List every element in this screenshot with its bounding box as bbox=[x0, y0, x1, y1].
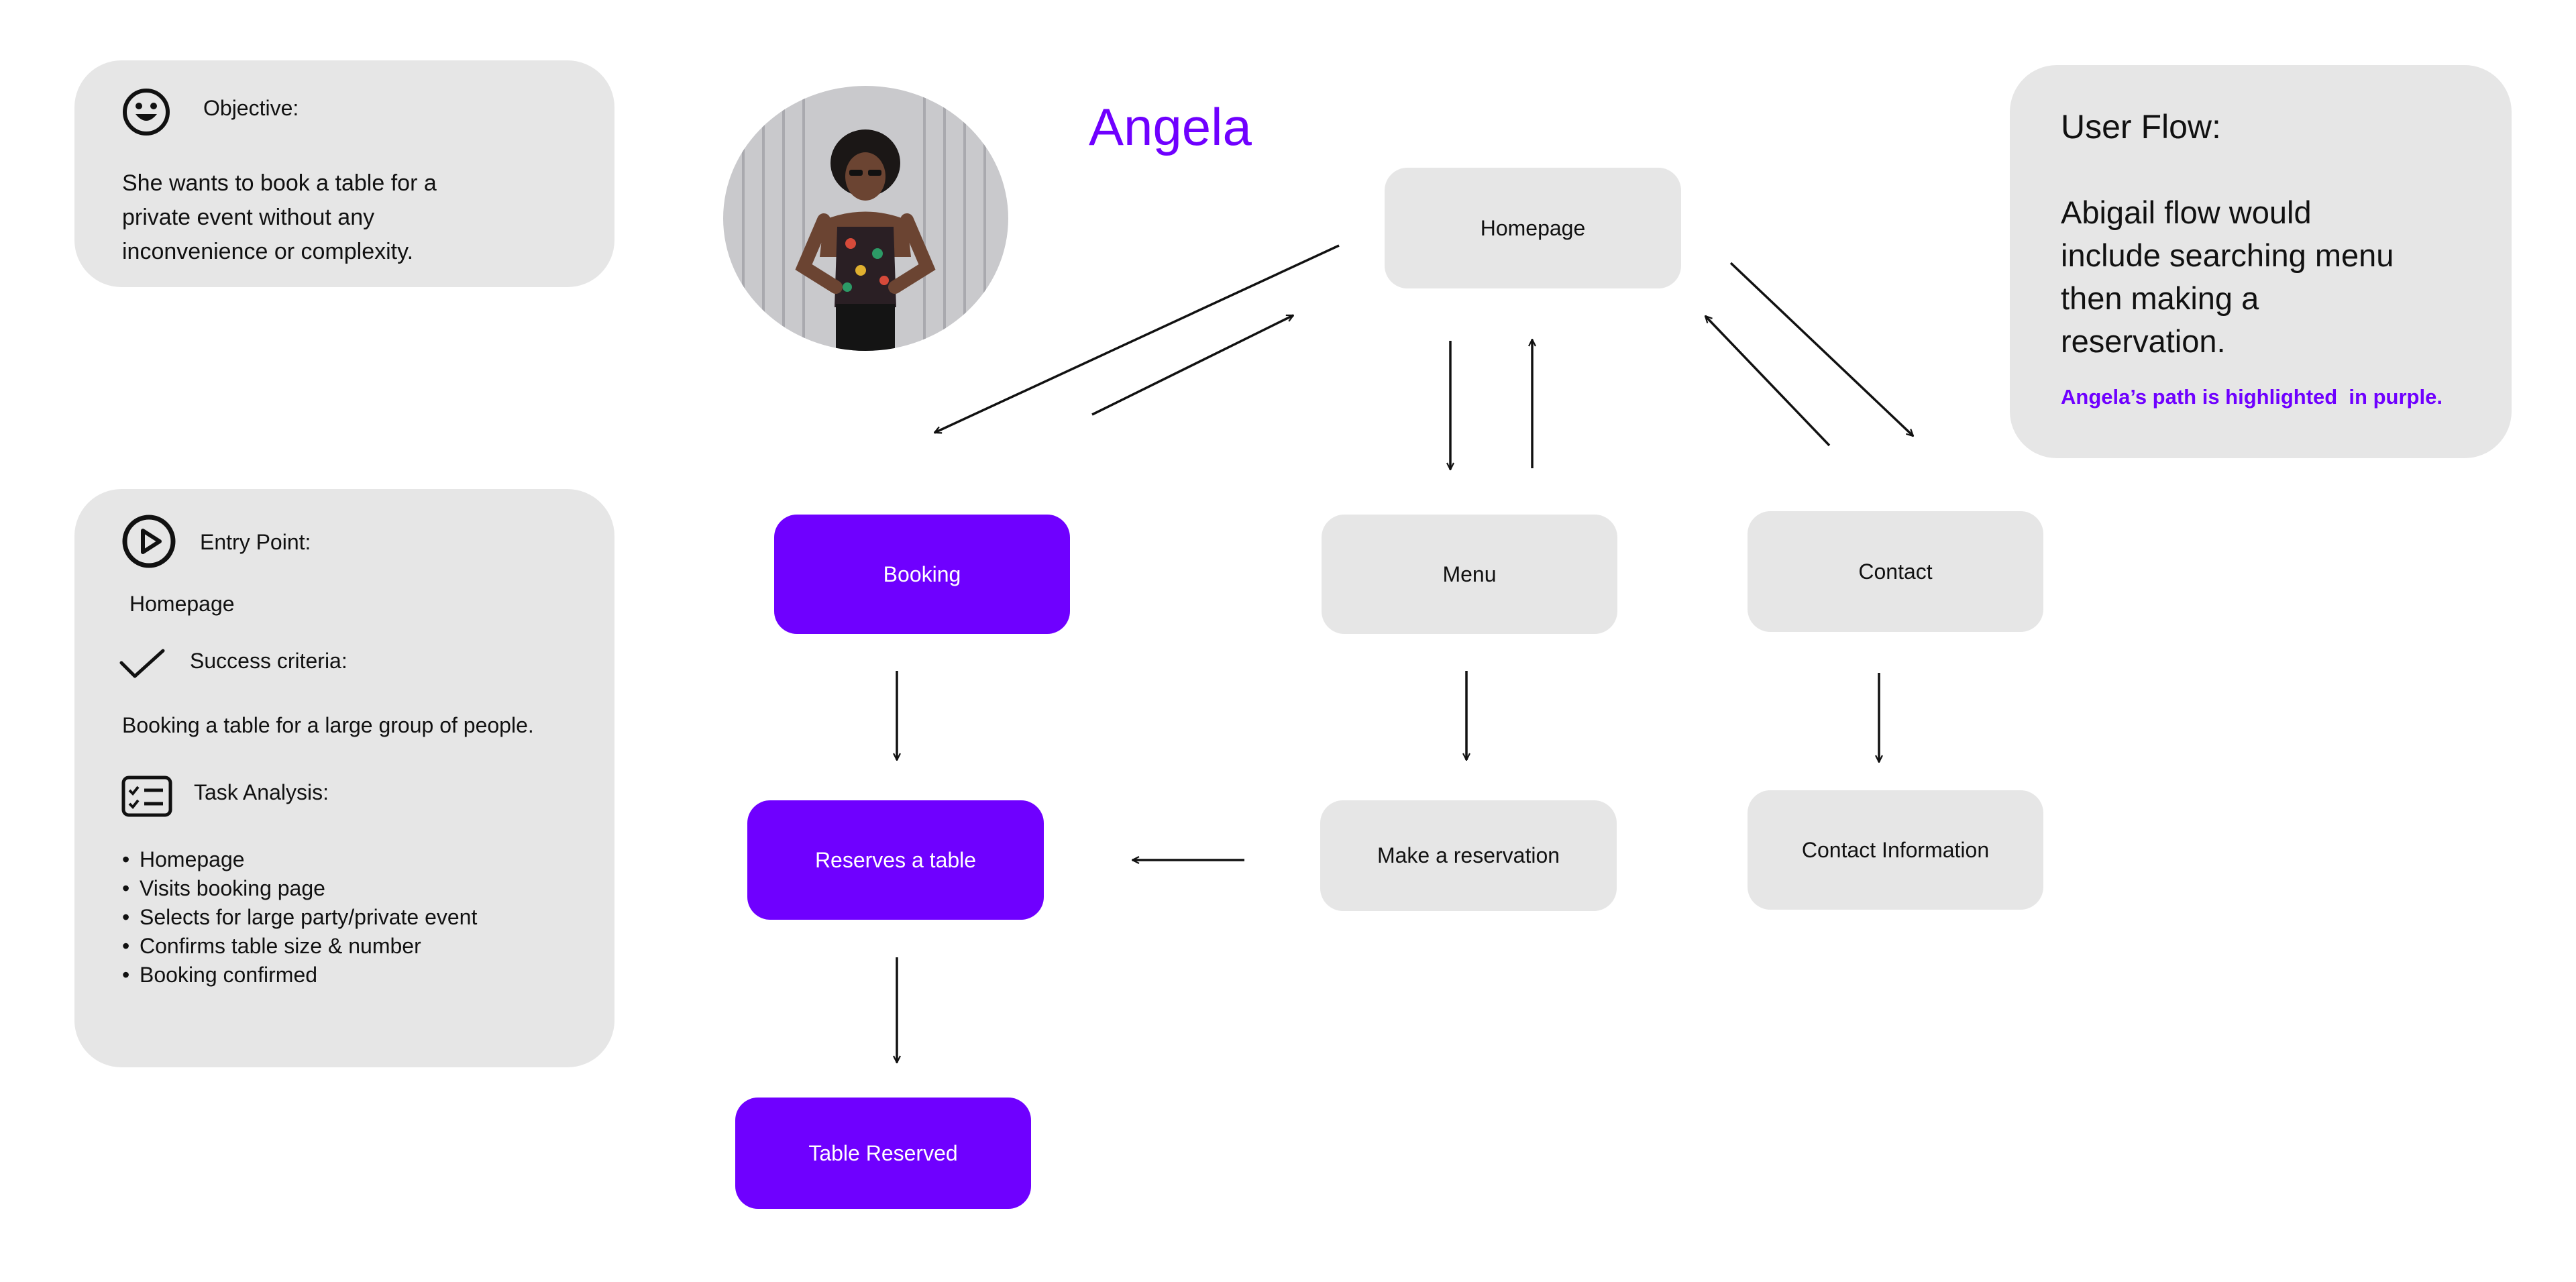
list-item: Selects for large party/private event bbox=[122, 903, 477, 932]
entry-point-card: Entry Point: Homepage Success criteria: … bbox=[74, 489, 614, 1067]
task-analysis-label: Task Analysis: bbox=[194, 780, 329, 804]
table-reserved-node: Table Reserved bbox=[735, 1098, 1031, 1209]
objective-card: Objective: She wants to book a table for… bbox=[74, 60, 614, 287]
task-list: Homepage Visits booking page Selects for… bbox=[122, 845, 477, 990]
user-flow-note: Angela’s path is highlighted in purple. bbox=[2061, 385, 2443, 409]
checkmark-icon bbox=[119, 649, 165, 678]
list-item: Visits booking page bbox=[122, 874, 477, 903]
user-flow-card: User Flow: Abigail flow would include se… bbox=[2010, 65, 2512, 458]
smiley-face-icon bbox=[123, 89, 170, 136]
persona-photo bbox=[723, 86, 1008, 351]
make-reservation-node: Make a reservation bbox=[1320, 800, 1617, 911]
objective-text: She wants to book a table for a private … bbox=[122, 170, 437, 264]
user-flow-text: Abigail flow would include searching men… bbox=[2061, 195, 2394, 359]
list-item: Booking confirmed bbox=[122, 961, 477, 990]
homepage-node: Homepage bbox=[1385, 168, 1681, 288]
contact-information-node: Contact Information bbox=[1748, 790, 2043, 910]
persona-name: Angela bbox=[1089, 97, 1252, 156]
entry-point-value: Homepage bbox=[129, 592, 235, 616]
success-criteria-label: Success criteria: bbox=[190, 649, 347, 673]
arrow-contact-to-homepage bbox=[1705, 316, 1831, 447]
contact-node: Contact bbox=[1748, 511, 2043, 632]
persona-avatar bbox=[723, 86, 1008, 351]
booking-node: Booking bbox=[774, 515, 1070, 634]
checklist-icon bbox=[121, 776, 172, 817]
reserves-table-node: Reserves a table bbox=[747, 800, 1044, 920]
entry-point-label: Entry Point: bbox=[200, 530, 311, 554]
play-circle-icon bbox=[122, 515, 176, 568]
menu-node: Menu bbox=[1322, 515, 1617, 634]
list-item: Confirms table size & number bbox=[122, 932, 477, 961]
success-criteria-value: Booking a table for a large group of peo… bbox=[122, 713, 534, 737]
arrow-homepage-to-booking bbox=[934, 244, 1340, 434]
arrow-booking-to-homepage bbox=[1091, 314, 1293, 416]
arrow-homepage-to-contact bbox=[1729, 262, 1913, 436]
list-item: Homepage bbox=[122, 845, 477, 874]
user-flow-heading: User Flow: bbox=[2061, 108, 2221, 146]
objective-heading: Objective: bbox=[203, 96, 299, 120]
